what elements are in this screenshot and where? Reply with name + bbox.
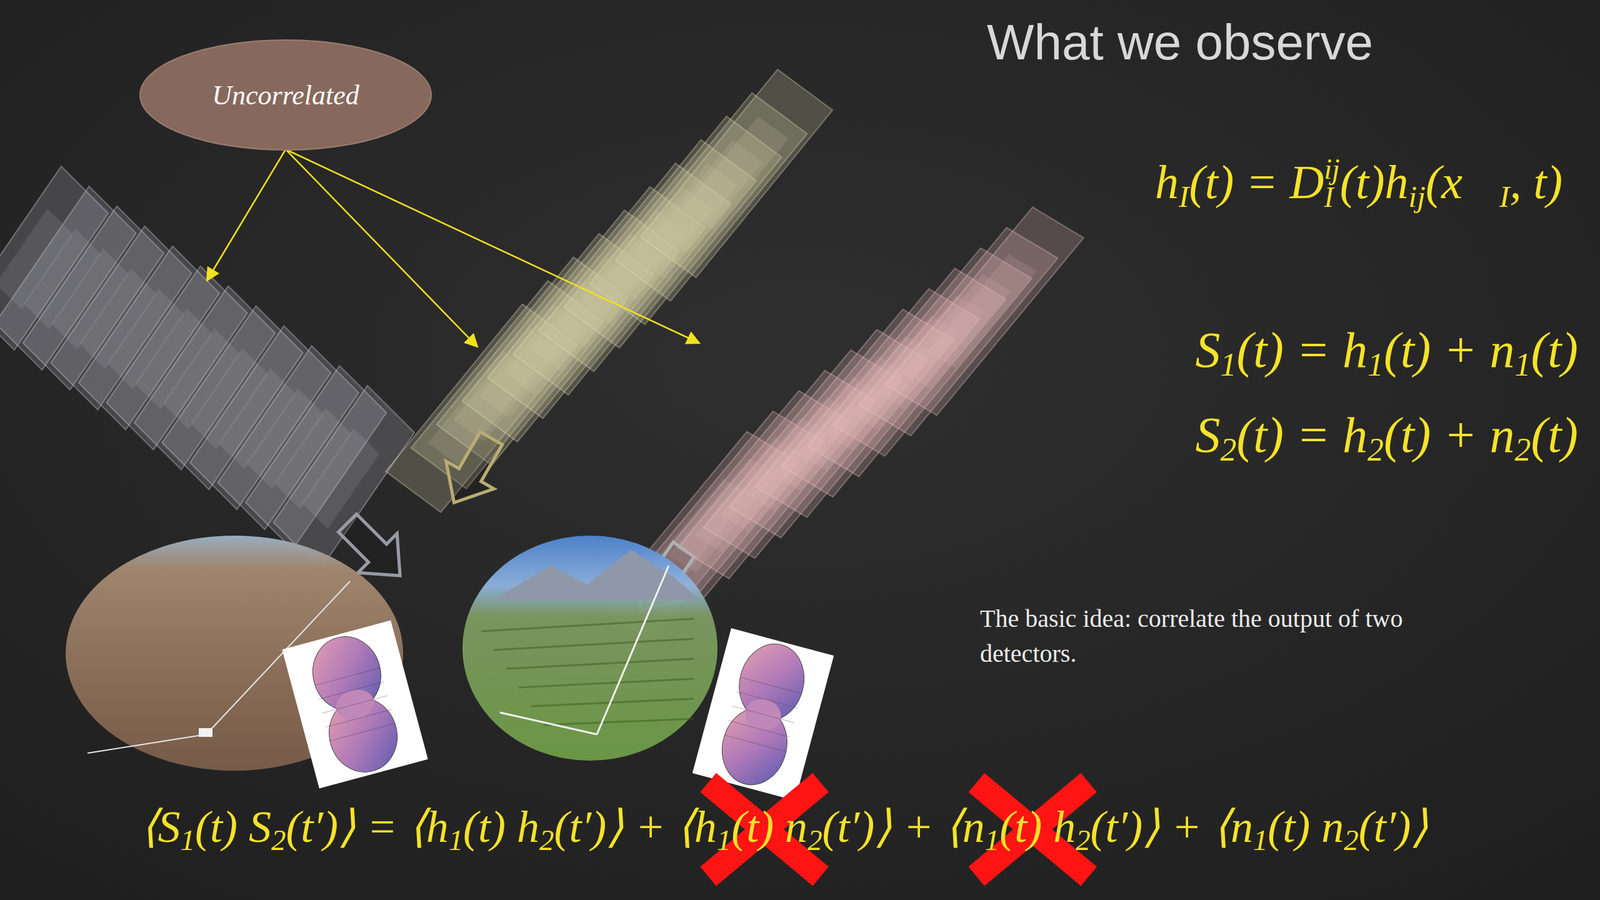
cancel-cross [708,782,821,877]
subscript: 2 [1367,431,1384,468]
subscript: 1 [1367,346,1384,383]
pattern-grid [322,695,388,714]
formula-part: (t) n [731,801,808,852]
formula-part: (t′)⟩ + ⟨h [553,801,717,852]
superscript: ij [1323,155,1340,184]
detector-arm [87,734,207,754]
formula-part: (t) h [463,801,540,852]
leader-arrow [285,149,478,347]
cross-stroke [976,782,1089,877]
subscript: 1 [1220,346,1237,383]
formula-part: (t) [1530,407,1579,463]
field-row [481,618,694,632]
wave-plane [885,206,1084,415]
pattern-grid [318,681,384,700]
subscript: I [1499,179,1510,214]
cross-stroke [708,782,821,877]
formula-part: (t′)⟩ + ⟨n [822,801,985,852]
note-text: The basic idea: correlate the output of … [980,601,1443,672]
leader-arrow [285,149,700,344]
formula-part: (t) n [1267,801,1344,852]
formula: hI(t) = DijI(t)hij(x⃗I, t) [1155,151,1563,217]
cancel-cross [976,782,1089,877]
formula-part: S [1195,322,1220,378]
detector-arm [596,565,669,735]
subscript: 1 [448,823,464,857]
formula-part: (t) = h [1236,407,1368,463]
pattern-frame [281,620,428,789]
cross-stroke [976,782,1089,877]
subscript: I [1178,179,1189,214]
subscript: 2 [1075,823,1090,857]
subscript: 2 [807,823,822,857]
field-row [543,718,694,725]
subscript: 1 [180,823,195,857]
pattern-grid [740,676,802,694]
subscript: 2 [1514,431,1531,468]
formula-part: (t) = h [1236,322,1368,378]
formula-part: (t′)⟩ [1358,801,1429,852]
detector-arm [500,712,597,735]
formula: ⟨S1(t) S2(t′)⟩ = ⟨h1(t) h2(t′)⟩ + ⟨h1(t)… [140,798,1429,860]
wave-plane [640,69,833,278]
index-stack: ijI [1323,155,1340,212]
subscript: 2 [1220,431,1237,468]
wave-plane-core [301,428,380,530]
pattern-grid [736,691,799,709]
wave-plane-core [683,116,789,231]
pattern-grid [326,709,392,727]
subscript: 1 [985,823,1000,857]
subscript: 2 [1343,823,1359,857]
detectors [65,535,834,801]
cross-stroke [708,782,821,877]
node-text: Uncorrelated [211,79,359,112]
formula-part: (t′)⟩ + ⟨n [1090,801,1254,852]
virgo-photo [462,535,718,761]
field-row [506,658,694,669]
formula-part: (x⃗ [1425,155,1500,209]
slide-title: What we observe [986,13,1374,72]
pattern-grid [724,735,787,752]
subscript: 2 [539,823,554,857]
pattern-grid [732,706,795,723]
formula-part: (t) + n [1383,407,1515,463]
formula-part: S [1195,407,1220,463]
formula-part: (t) = D [1189,155,1325,209]
formula: S2(t) = h2(t) + n2(t) [1195,402,1579,472]
formula-part: , t) [1510,155,1563,209]
formula-part: (t) [1530,322,1579,378]
subscript: 2 [271,823,286,857]
hollow-arrow [430,424,515,517]
detector-building [198,728,213,737]
formula-part: (t′)⟩ = ⟨h [285,801,449,852]
field-row [518,678,694,688]
formula-part: h [1155,155,1179,209]
mountains [493,550,700,600]
pattern-grid [315,668,380,686]
formula-part: (t)h [1340,155,1409,209]
ellipse-shape [140,40,432,150]
formula-part: ⟨S [140,801,181,852]
subscript: 1 [1253,823,1268,857]
field-row [493,638,694,650]
leader-arrows [206,149,700,347]
antenna-pattern [281,620,428,789]
leader-arrow [206,149,286,281]
subscript: ij [1408,179,1426,214]
formula: S1(t) = h1(t) + n1(t) [1195,317,1579,387]
ellipse-node: Uncorrelated [138,38,433,152]
subscript: 1 [1514,346,1531,383]
pattern-grid [728,720,791,737]
formula-part: (t) + n [1383,322,1515,378]
subscript: I [1323,183,1340,212]
subscript: 1 [716,823,732,857]
wave-plane-core [928,253,1037,369]
formula-part: (t) S [195,801,272,852]
formula-part: (t) h [999,801,1076,852]
pattern-grid [330,723,395,741]
hollow-arrow-shape [430,424,515,517]
